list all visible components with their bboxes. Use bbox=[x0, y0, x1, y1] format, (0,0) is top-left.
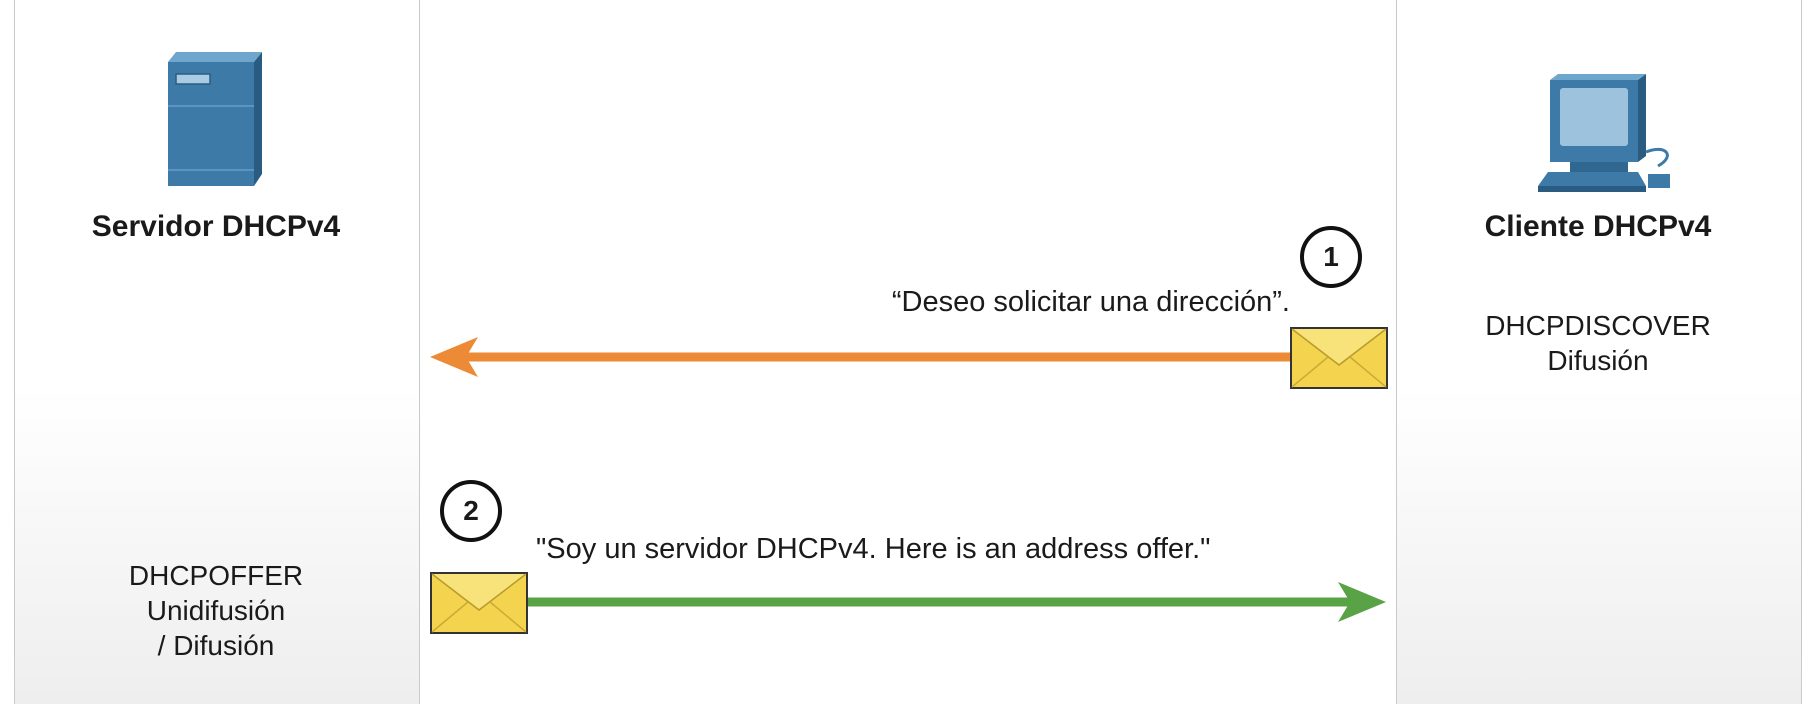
step-2-quote: "Soy un servidor DHCPv4. Here is an addr… bbox=[536, 533, 1211, 565]
server-message-type: DHCPOFFER Unidifusión / Difusión bbox=[128, 560, 304, 661]
computer-icon bbox=[1538, 74, 1670, 192]
step-1-badge: 1 bbox=[1300, 226, 1362, 288]
step-2-badge: 2 bbox=[440, 480, 502, 542]
step-1-quote: “Deseo solicitar una dirección”. bbox=[891, 286, 1290, 318]
envelope-icon bbox=[1290, 327, 1388, 389]
client-message-type: DHCPDISCOVER Difusión bbox=[1485, 310, 1711, 376]
server-icon bbox=[168, 52, 262, 186]
client-label: Cliente DHCPv4 bbox=[1484, 210, 1712, 243]
envelope-icon bbox=[430, 572, 528, 634]
server-label: Servidor DHCPv4 bbox=[91, 210, 341, 243]
